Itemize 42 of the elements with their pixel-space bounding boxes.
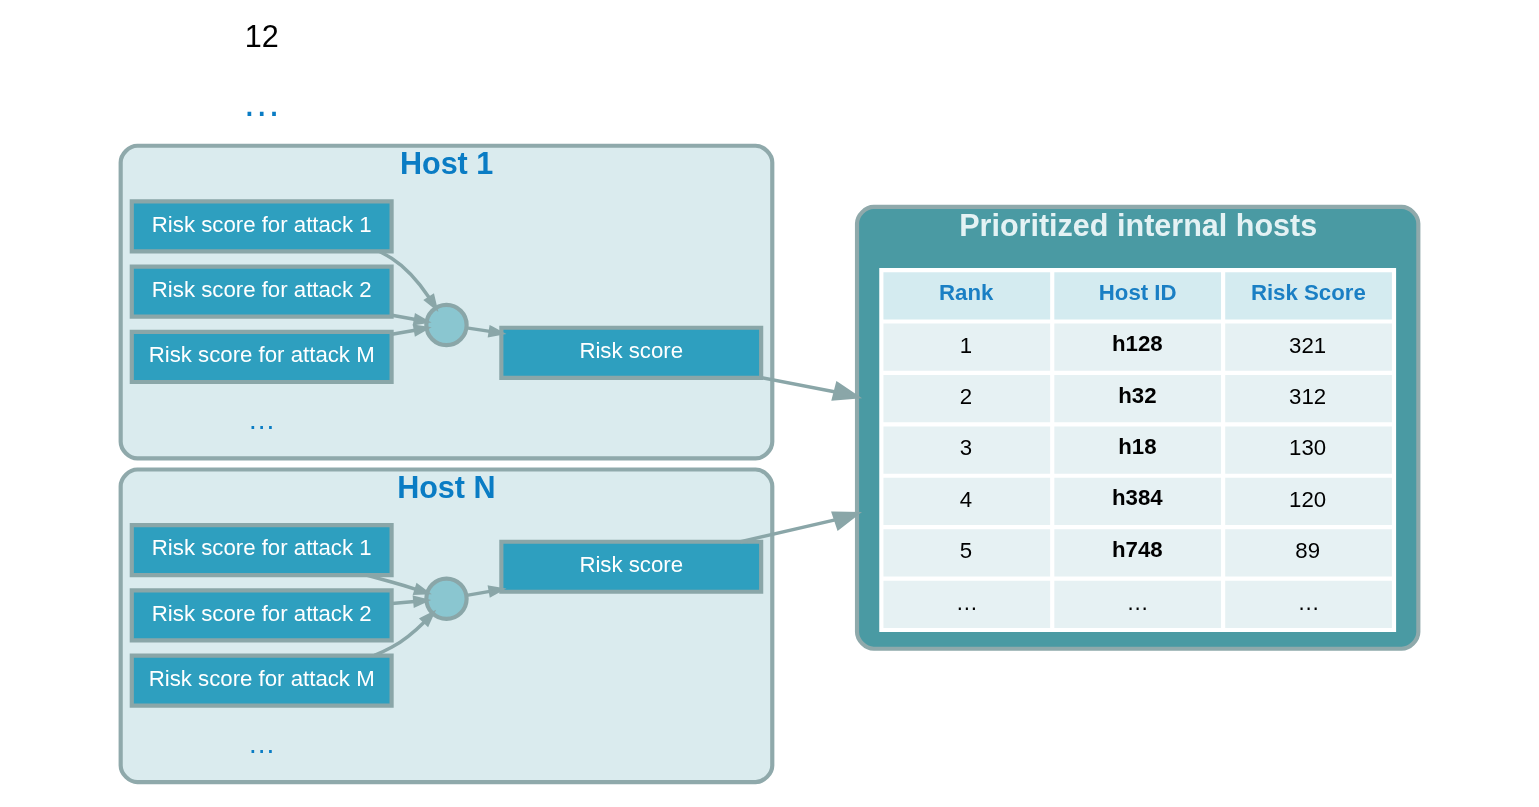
label: … [247, 727, 276, 759]
arrow [761, 376, 863, 401]
node-box: Risk score [499, 325, 764, 380]
node-box: Risk score [499, 539, 764, 594]
label: h748 [1111, 536, 1163, 562]
label: 1 [959, 332, 973, 358]
label: 3 [959, 435, 973, 461]
label: … [242, 81, 282, 125]
label: h384 [1111, 485, 1163, 511]
label: Risk Score [1250, 279, 1366, 305]
node-circle [424, 302, 469, 348]
label: Rank [939, 279, 994, 305]
label: … [1126, 589, 1149, 615]
label: 2 [959, 383, 973, 409]
arrow [466, 324, 507, 338]
node-box: Risk score for attack M [129, 329, 394, 385]
label: 89 [1295, 538, 1321, 564]
label: 120 [1289, 486, 1327, 512]
label: 12 [244, 18, 279, 53]
label: 5 [959, 538, 973, 564]
node-circle [424, 576, 469, 621]
arrow [391, 313, 432, 326]
arrow [466, 585, 507, 598]
node-box: Risk score for attack 2 [129, 264, 394, 319]
node-box: Risk score for attack 1 [129, 199, 394, 254]
label: 321 [1289, 332, 1327, 358]
label: h32 [1118, 382, 1157, 408]
node-box: Risk score for attack M [129, 653, 394, 708]
arrow [391, 595, 432, 608]
label: … [247, 404, 276, 436]
arrow [391, 324, 432, 337]
label: … [955, 589, 978, 615]
label: 4 [959, 486, 973, 512]
node-box: Risk score for attack 2 [129, 588, 394, 643]
label: … [1297, 589, 1320, 615]
node-box: Risk score for attack 1 [129, 523, 394, 578]
label: 130 [1289, 435, 1327, 461]
label: h18 [1118, 433, 1157, 459]
label: 312 [1289, 383, 1327, 409]
label: h128 [1111, 331, 1163, 357]
label: Host ID [1098, 279, 1177, 305]
arrow [740, 511, 862, 544]
